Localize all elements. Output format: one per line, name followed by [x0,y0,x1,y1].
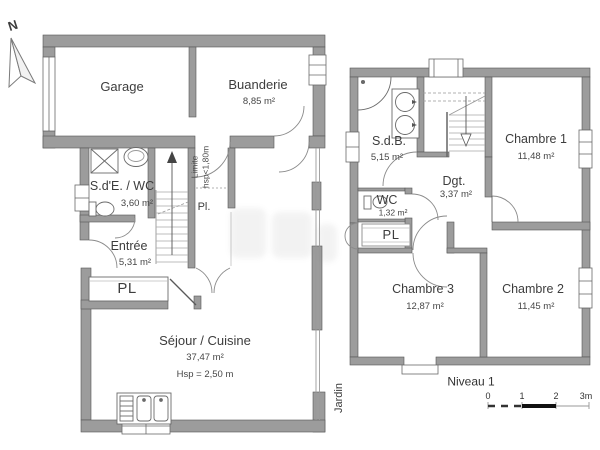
closet-label-pl-small: Pl. [197,200,211,213]
ground-floor-walls [42,34,326,433]
room-label-entree: Entrée [110,239,148,254]
sink-symbol [123,147,149,167]
kitchen-sink-symbol [116,392,172,425]
level1-windows [345,58,593,375]
room-label-dgt: Dgt. [442,174,466,189]
room-label-wc: WC [376,193,398,208]
closet-label-pl-hall: PL [117,279,137,297]
toilet-level1-symbol [363,195,388,210]
double-sink-symbol [391,88,420,139]
stairs-ground-symbol [155,151,232,266]
limite-annotation: Limite hsp<1,80m [189,145,210,189]
jardin-annotation: Jardin [332,383,345,413]
level1-door-arcs [382,151,519,288]
closet-label-pl-level1: PL [382,226,400,242]
room-area-sdb: 5,15 m² [370,151,404,163]
stairs-level1-symbol [423,92,486,157]
north-arrow-icon [8,37,37,89]
room-area-chambre3: 12,87 m² [406,300,444,312]
closet-pl-hall [88,276,169,302]
room-label-sejour: Séjour / Cuisine [159,332,251,348]
room-area-dgt: 3,37 m² [439,188,473,200]
room-area-sejour: 37,47 m² [186,351,224,363]
room-area-buanderie: 8,85 m² [242,95,276,107]
level1-title: Niveau 1 [447,374,495,389]
room-label-chambre2: Chambre 2 [502,282,564,297]
room-label-chambre1: Chambre 1 [505,132,567,147]
room-area-entree: 5,31 m² [118,256,152,268]
scale-tick-0: 0 [485,391,491,402]
room-label-chambre3: Chambre 3 [392,282,454,297]
room-label-garage: Garage [100,78,144,94]
scale-bar [487,402,590,409]
room-height-note-sejour: Hsp = 2,50 m [176,368,234,380]
scale-tick-1: 1 [519,391,525,402]
closet-pl-level1 [344,222,411,250]
ground-floor-door-arcs [88,105,310,306]
ground-floor-glass-wall [315,148,320,420]
room-label-sdb: S.d.B. [371,134,407,149]
scale-tick-2: 2 [553,391,559,402]
shower-symbol [90,148,119,174]
bathtub-shower-symbol [357,76,392,111]
scale-tick-3m: 3m [579,391,593,402]
room-area-wc: 1,32 m² [378,207,408,218]
room-label-buanderie: Buanderie [228,76,288,92]
toilet-symbol [88,201,115,217]
ground-floor-windows [42,54,327,435]
room-area-chambre1: 11,48 m² [517,150,555,162]
room-area-sde-wc: 3,60 m² [120,197,154,209]
room-area-chambre2: 11,45 m² [517,300,555,312]
room-label-sde-wc: S.d'E. / WC [89,179,155,194]
